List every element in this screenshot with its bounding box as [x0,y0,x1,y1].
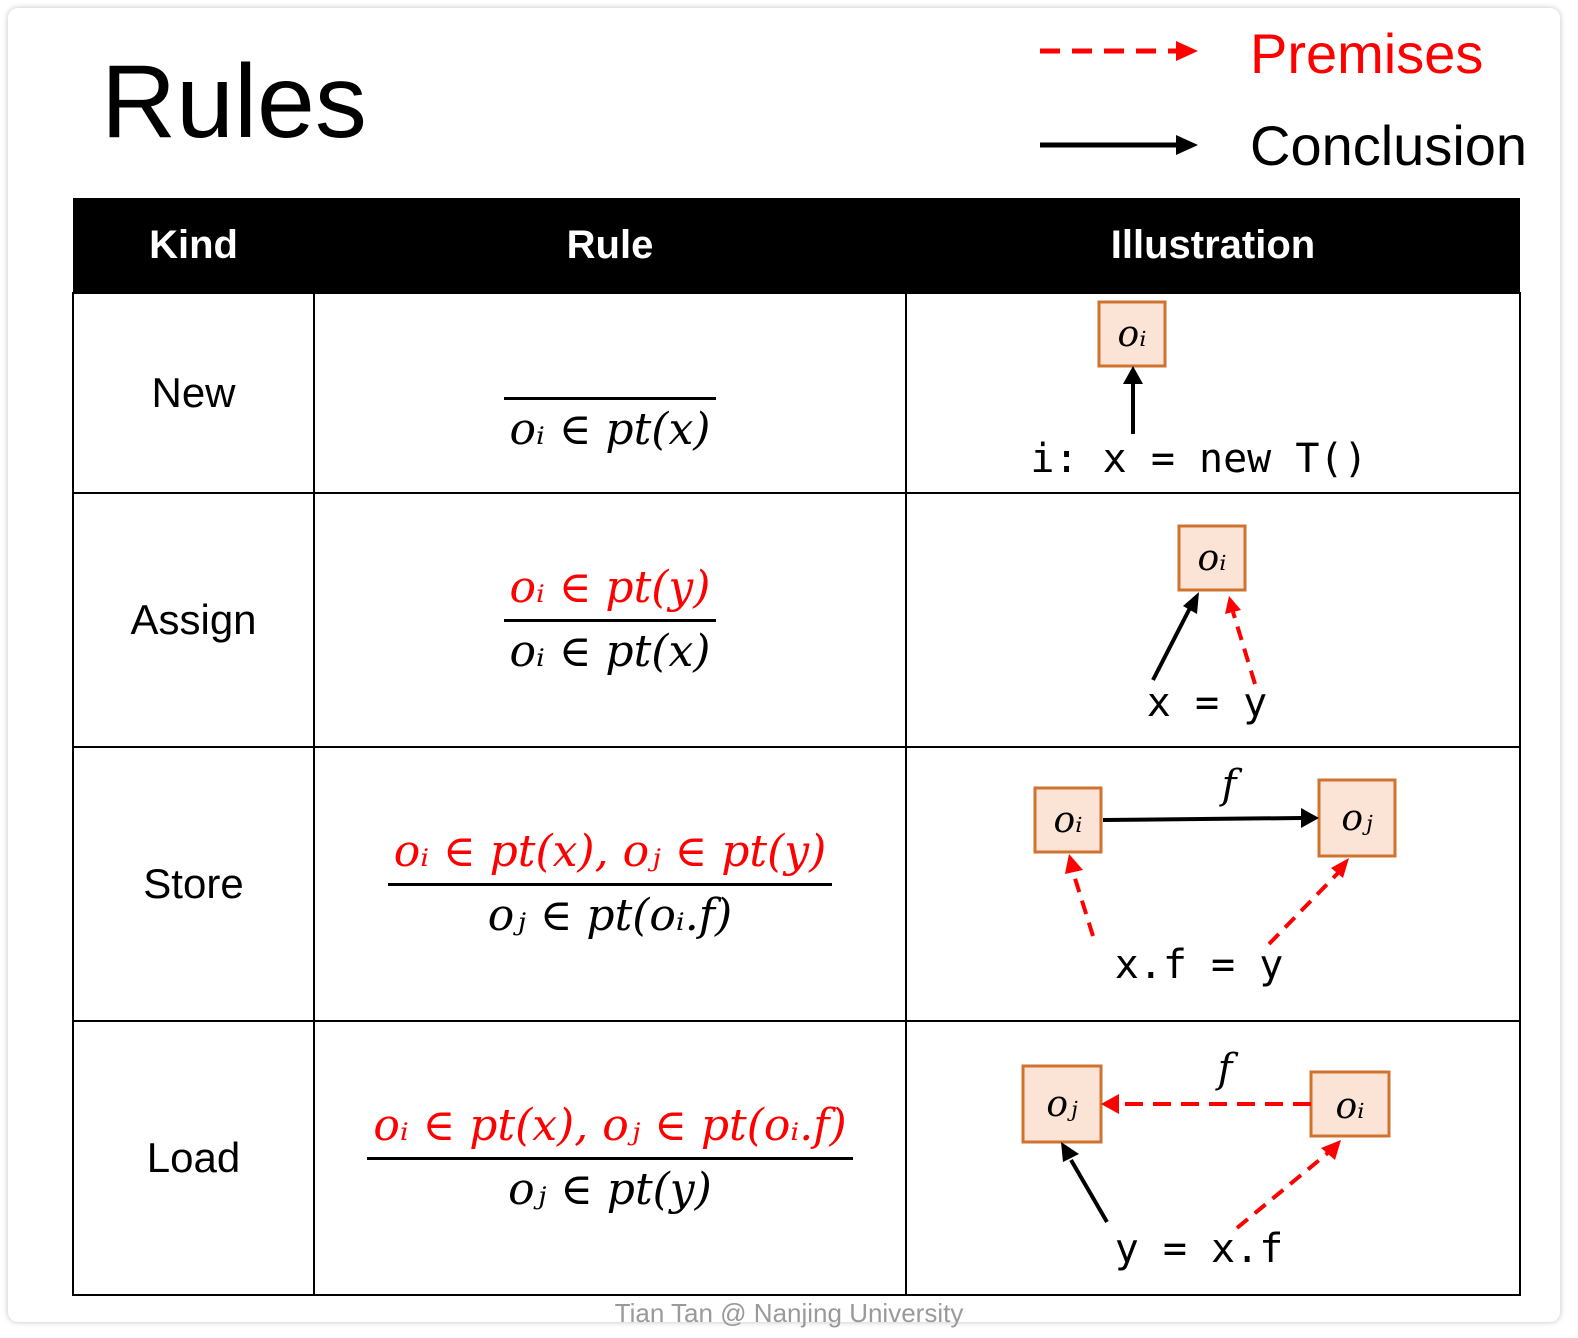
rule-premise: oᵢ ∈ pt(x), oⱼ ∈ pt(y) [393,826,827,878]
statement: x = y [1147,680,1267,726]
rule-conclusion: oⱼ ∈ pt(y) [508,1163,712,1215]
header-kind: Kind [73,198,314,293]
object-box: oⱼ [1021,1064,1103,1144]
table-row: Store oᵢ ∈ pt(x), oⱼ ∈ pt(y) oⱼ ∈ pt(oᵢ.… [72,746,1521,1022]
premise-arrow-icon [1267,858,1349,946]
illustration-assign: oᵢ x = y [905,492,1521,748]
rule-premise: oᵢ ∈ pt(y) [509,562,711,614]
table-row: Load oᵢ ∈ pt(x), oⱼ ∈ pt(oᵢ.f) oⱼ ∈ pt(y… [72,1020,1521,1296]
statement: i: x = new T() [1030,436,1367,482]
premise-arrow-icon [1065,854,1095,937]
object-box: oⱼ [1317,778,1397,858]
kind-new: New [72,292,315,494]
inference-bar [503,397,717,401]
conclusion-arrow-icon [1123,366,1143,434]
field-arrow-icon [1101,1094,1311,1114]
rule-store: oᵢ ∈ pt(x), oⱼ ∈ pt(y) oⱼ ∈ pt(oᵢ.f) [313,746,907,1022]
conclusion-arrow-icon [1061,1142,1109,1224]
table-row: New oᵢ ∈ pt(x) oᵢ [72,292,1521,494]
field-arrow-icon [1102,808,1319,828]
svg-text:oⱼ: oⱼ [1046,1084,1078,1125]
svg-text:oᵢ: oᵢ [1198,538,1227,579]
field-label: f [1219,762,1243,808]
premise-arrow-icon [1235,1140,1341,1230]
header-illustration: Illustration [906,198,1520,293]
rule-conclusion: oᵢ ∈ pt(x) [509,625,711,677]
table-header-row: Kind Rule Illustration [73,198,1520,293]
inference-bar [387,882,833,886]
illustration-new: oᵢ i: x = new T() [905,292,1521,494]
rules-table: Kind Rule Illustration New oᵢ ∈ pt(x) oᵢ [72,198,1521,1296]
object-box: oᵢ [1309,1070,1391,1138]
legend-conclusion: Conclusion [1250,114,1528,177]
rule-premise: oᵢ ∈ pt(x), oⱼ ∈ pt(oᵢ.f) [373,1100,847,1152]
statement: x.f = y [1115,942,1284,988]
rule-load: oᵢ ∈ pt(x), oⱼ ∈ pt(oᵢ.f) oⱼ ∈ pt(y) [313,1020,907,1296]
premise-dashed-arrow-icon [1040,41,1198,61]
kind-assign: Assign [72,492,315,748]
svg-text:oⱼ: oⱼ [1341,798,1373,839]
premise-arrow-icon [1225,596,1257,685]
statement: y = x.f [1115,1226,1284,1272]
svg-text:oᵢ: oᵢ [1054,800,1083,841]
rule-conclusion: oⱼ ∈ pt(oᵢ.f) [487,889,733,941]
footer-credit: Tian Tan @ Nanjing University [614,1298,964,1328]
conclusion-solid-arrow-icon [1040,135,1198,155]
illustration-store: oᵢ oⱼ f [905,746,1521,1022]
object-box: oᵢ [1097,300,1167,368]
slide-title: Rules [101,44,367,160]
svg-text:oᵢ: oᵢ [1336,1086,1365,1127]
conclusion-arrow-icon [1151,592,1199,681]
rule-conclusion: oᵢ ∈ pt(x) [509,404,711,456]
svg-text:oᵢ: oᵢ [1118,314,1147,355]
field-label: f [1215,1046,1239,1092]
object-box: oᵢ [1177,524,1247,592]
rule-new: oᵢ ∈ pt(x) [313,292,907,494]
inference-bar [367,1156,853,1160]
kind-load: Load [72,1020,315,1296]
header-rule: Rule [314,198,906,293]
table-row: Assign oᵢ ∈ pt(y) oᵢ ∈ pt(x) oᵢ [72,492,1521,748]
illustration-load: oⱼ oᵢ f [905,1020,1521,1296]
inference-bar [503,618,717,622]
object-box: oᵢ [1033,786,1103,854]
legend-premises: Premises [1250,22,1484,85]
rule-assign: oᵢ ∈ pt(y) oᵢ ∈ pt(x) [313,492,907,748]
kind-store: Store [72,746,315,1022]
